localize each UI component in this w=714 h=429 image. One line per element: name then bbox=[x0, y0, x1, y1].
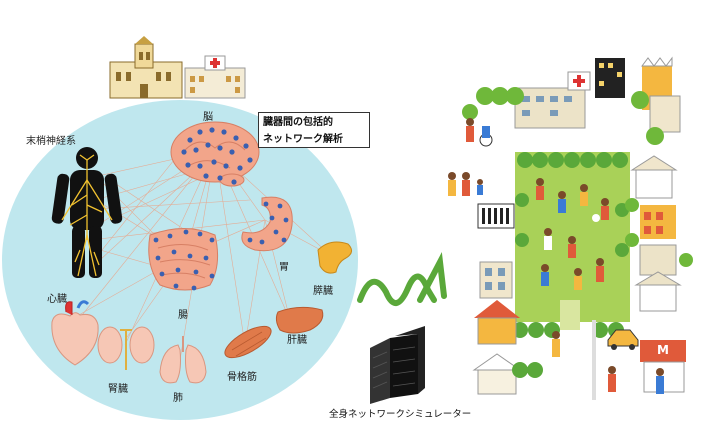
network-nodes bbox=[153, 127, 289, 291]
stomach-label: 胃 bbox=[279, 262, 289, 273]
kidney-label: 腎臓 bbox=[108, 384, 128, 395]
kidney-organ bbox=[97, 326, 155, 370]
server-caption: 全身ネットワークシミュレーター bbox=[329, 409, 472, 420]
liver-organ bbox=[275, 306, 324, 334]
intestine-label: 腸 bbox=[178, 310, 188, 321]
heart-organ bbox=[51, 300, 99, 366]
liver-label: 肝臓 bbox=[287, 335, 307, 346]
title-line-1: 臓器間の包括的 bbox=[263, 117, 333, 128]
skeletal-muscle-organ bbox=[224, 325, 272, 359]
skeletal-muscle-label: 骨格筋 bbox=[227, 372, 257, 383]
pancreas-label: 膵臓 bbox=[313, 286, 333, 297]
network-analysis-title: 臓器間の包括的 ネットワーク解析 bbox=[258, 112, 370, 148]
pancreas-organ bbox=[317, 241, 352, 274]
hospital-buildings bbox=[109, 36, 246, 99]
intestine-organ bbox=[148, 228, 219, 291]
brain-label: 脳 bbox=[203, 112, 213, 123]
lung-label: 肺 bbox=[173, 393, 183, 404]
spiral-arrow-icon bbox=[357, 252, 447, 306]
lung-organ bbox=[159, 336, 207, 384]
shop-sign: M bbox=[657, 343, 669, 357]
title-line-2: ネットワーク解析 bbox=[263, 134, 343, 145]
heart-label: 心臓 bbox=[47, 294, 67, 305]
nervous-system-figure bbox=[51, 147, 123, 278]
town-illustration bbox=[448, 56, 693, 400]
server-rack-icon bbox=[370, 326, 425, 404]
peripheral-nerve-label: 末梢神経系 bbox=[26, 136, 76, 147]
